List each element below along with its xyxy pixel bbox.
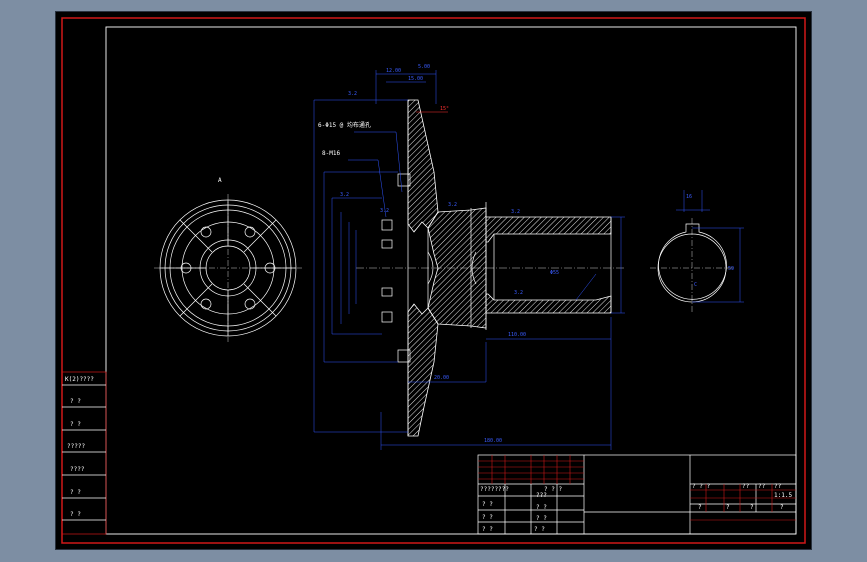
drawing-frame: [105, 26, 797, 535]
bottom-cell: ?: [726, 504, 730, 511]
left-view-label: A: [218, 177, 222, 184]
bottom-cell: ?: [698, 504, 702, 511]
title-cell: ??: [742, 483, 750, 490]
title-cell: ? ? ?: [692, 483, 710, 490]
title-cell: ??: [774, 483, 782, 490]
roughness-bore: 3.2: [514, 290, 523, 296]
dim-section-width: C: [694, 282, 697, 288]
dimension-lines: [313, 70, 625, 450]
signature-label: ? ?: [482, 514, 493, 521]
bottom-cell: ?: [750, 504, 754, 511]
side-table-row: ? ?: [70, 489, 81, 496]
bottom-cell: ?: [780, 504, 784, 511]
roughness-top: 3.2: [348, 91, 357, 97]
outer-red-border: [61, 17, 806, 544]
roughness-shaft: 3.2: [511, 209, 520, 215]
dim-section-height: 59: [728, 266, 734, 272]
dim-hub-length: 20.00: [434, 375, 449, 381]
dim-top-c: 5.00: [418, 64, 430, 70]
side-table-row: ? ?: [70, 398, 81, 405]
col2-label: ? ?: [536, 515, 547, 522]
left-view-centerlines: [154, 194, 302, 342]
dim-total-length: 180.00: [484, 438, 502, 444]
dim-keyway: 16: [686, 194, 692, 200]
side-table-row: K(2)????: [65, 376, 94, 383]
roughness-side: 3.2: [380, 208, 389, 214]
side-table-row: ????: [70, 466, 85, 473]
roughness-hub: 3.2: [448, 202, 457, 208]
dim-angle: 15°: [440, 106, 449, 112]
side-table-row: ? ?: [70, 421, 81, 428]
shaft-wall-upper: [485, 216, 612, 243]
revision-grid: [478, 455, 796, 521]
dim-top-b: 15.00: [408, 76, 423, 82]
keyway-centerlines: [650, 218, 734, 312]
side-table: [61, 371, 107, 535]
side-table-row: ? ?: [70, 511, 81, 518]
revision-row: ????????: [480, 486, 509, 493]
dim-shaft-length: 110.00: [508, 332, 526, 338]
keyway-dimensions: [676, 190, 744, 303]
col2-label: ? ?: [536, 504, 547, 511]
flange-section-lower: [407, 303, 439, 437]
signature-label: ? ?: [534, 526, 545, 533]
engineering-drawing: A: [61, 17, 806, 544]
title-cell: ??: [758, 483, 766, 490]
revision-row: ? ? ?: [544, 486, 562, 493]
dim-bore: Φ55: [550, 270, 559, 276]
scale-value: 1:1.5: [774, 492, 792, 499]
roughness-flange: 3.2: [340, 192, 349, 198]
cad-drawing-window: A: [56, 12, 811, 549]
col2-label: ???: [536, 492, 547, 499]
side-table-row: ?????: [67, 443, 85, 450]
shaft-wall-lower: [485, 293, 612, 314]
signature-label: ? ?: [482, 526, 493, 533]
annotation-holes: 6-Φ15 @ 均布通孔: [318, 121, 371, 129]
signature-label: ? ?: [482, 501, 493, 508]
flange-section-upper: [407, 99, 439, 233]
dim-top-a: 12.00: [386, 68, 401, 74]
keyway-section-view: [657, 223, 727, 303]
annotation-thread: 8-M16: [322, 150, 340, 157]
